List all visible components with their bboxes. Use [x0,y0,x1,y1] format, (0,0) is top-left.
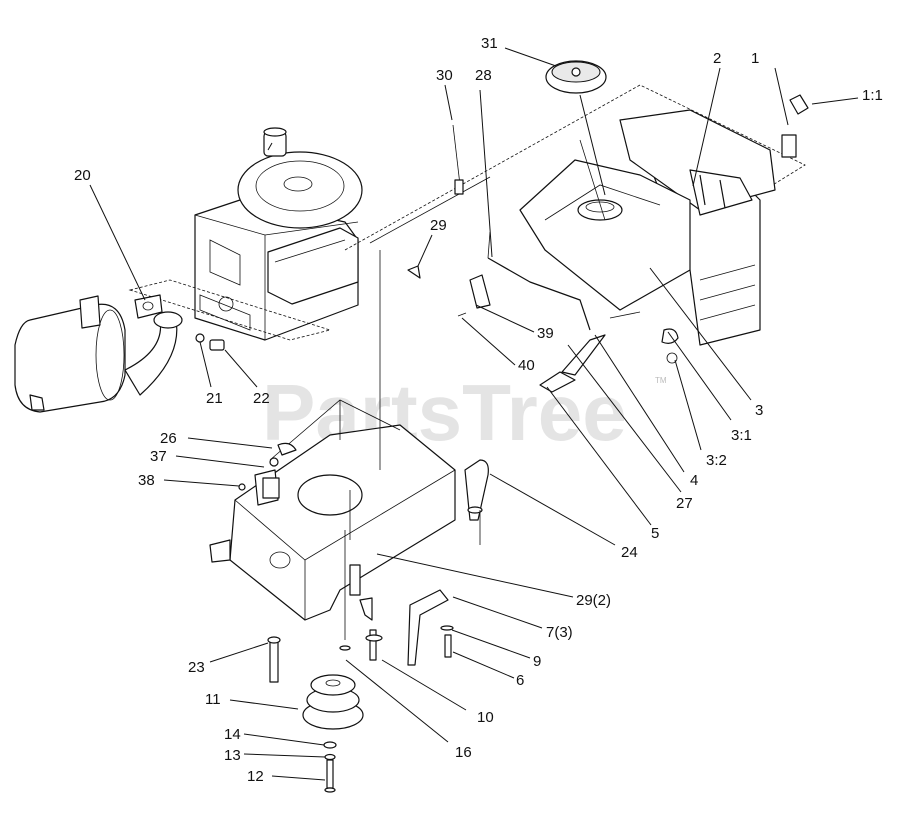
muffler-assembly [14,294,225,413]
callout-26: 26 [160,430,177,447]
callout-7-3: 7(3) [546,624,573,641]
control-rods [369,124,641,393]
callout-22: 22 [253,390,270,407]
callout-28: 28 [475,67,492,84]
callout-30: 30 [436,67,453,84]
callout-11: 11 [205,691,221,708]
callout-4: 4 [690,472,698,489]
callout-12: 12 [247,768,264,785]
callout-2: 2 [713,50,721,67]
callout-3: 3 [755,402,763,419]
callout-13: 13 [224,747,241,764]
engine-mount-plane [128,279,332,341]
callout-27: 27 [676,495,693,512]
leader-lines [89,47,859,781]
callout-37: 37 [150,448,167,465]
callout-5: 5 [651,525,659,542]
callout-24: 24 [621,544,638,561]
callout-3-1: 3:1 [731,427,752,444]
pulley-assembly [302,674,364,793]
callout-16: 16 [455,744,472,761]
callout-23: 23 [188,659,205,676]
watermark-trademark: TM [655,376,667,385]
callout-39: 39 [537,325,554,342]
fuel-cap [545,60,607,94]
callout-29: 29 [430,217,447,234]
callout-14: 14 [224,726,241,743]
callout-6: 6 [516,672,524,689]
callout-29-2: 29(2) [576,592,611,609]
callout-1-1: 1:1 [862,87,883,104]
callout-3-2: 3:2 [706,452,727,469]
clip [407,265,421,279]
callout-20: 20 [74,167,91,184]
fuel-tank-assembly [344,84,809,364]
hardware [238,250,489,683]
callout-10: 10 [477,709,494,726]
callout-38: 38 [138,472,155,489]
callout-9: 9 [533,653,541,670]
callout-40: 40 [518,357,535,374]
callouts: 1 1:1 2 3 3:1 3:2 4 5 6 7(3) 9 10 11 12 … [74,35,883,785]
callout-1: 1 [751,50,759,67]
callout-31: 31 [481,35,498,52]
callout-21: 21 [206,390,223,407]
engine [194,127,363,341]
